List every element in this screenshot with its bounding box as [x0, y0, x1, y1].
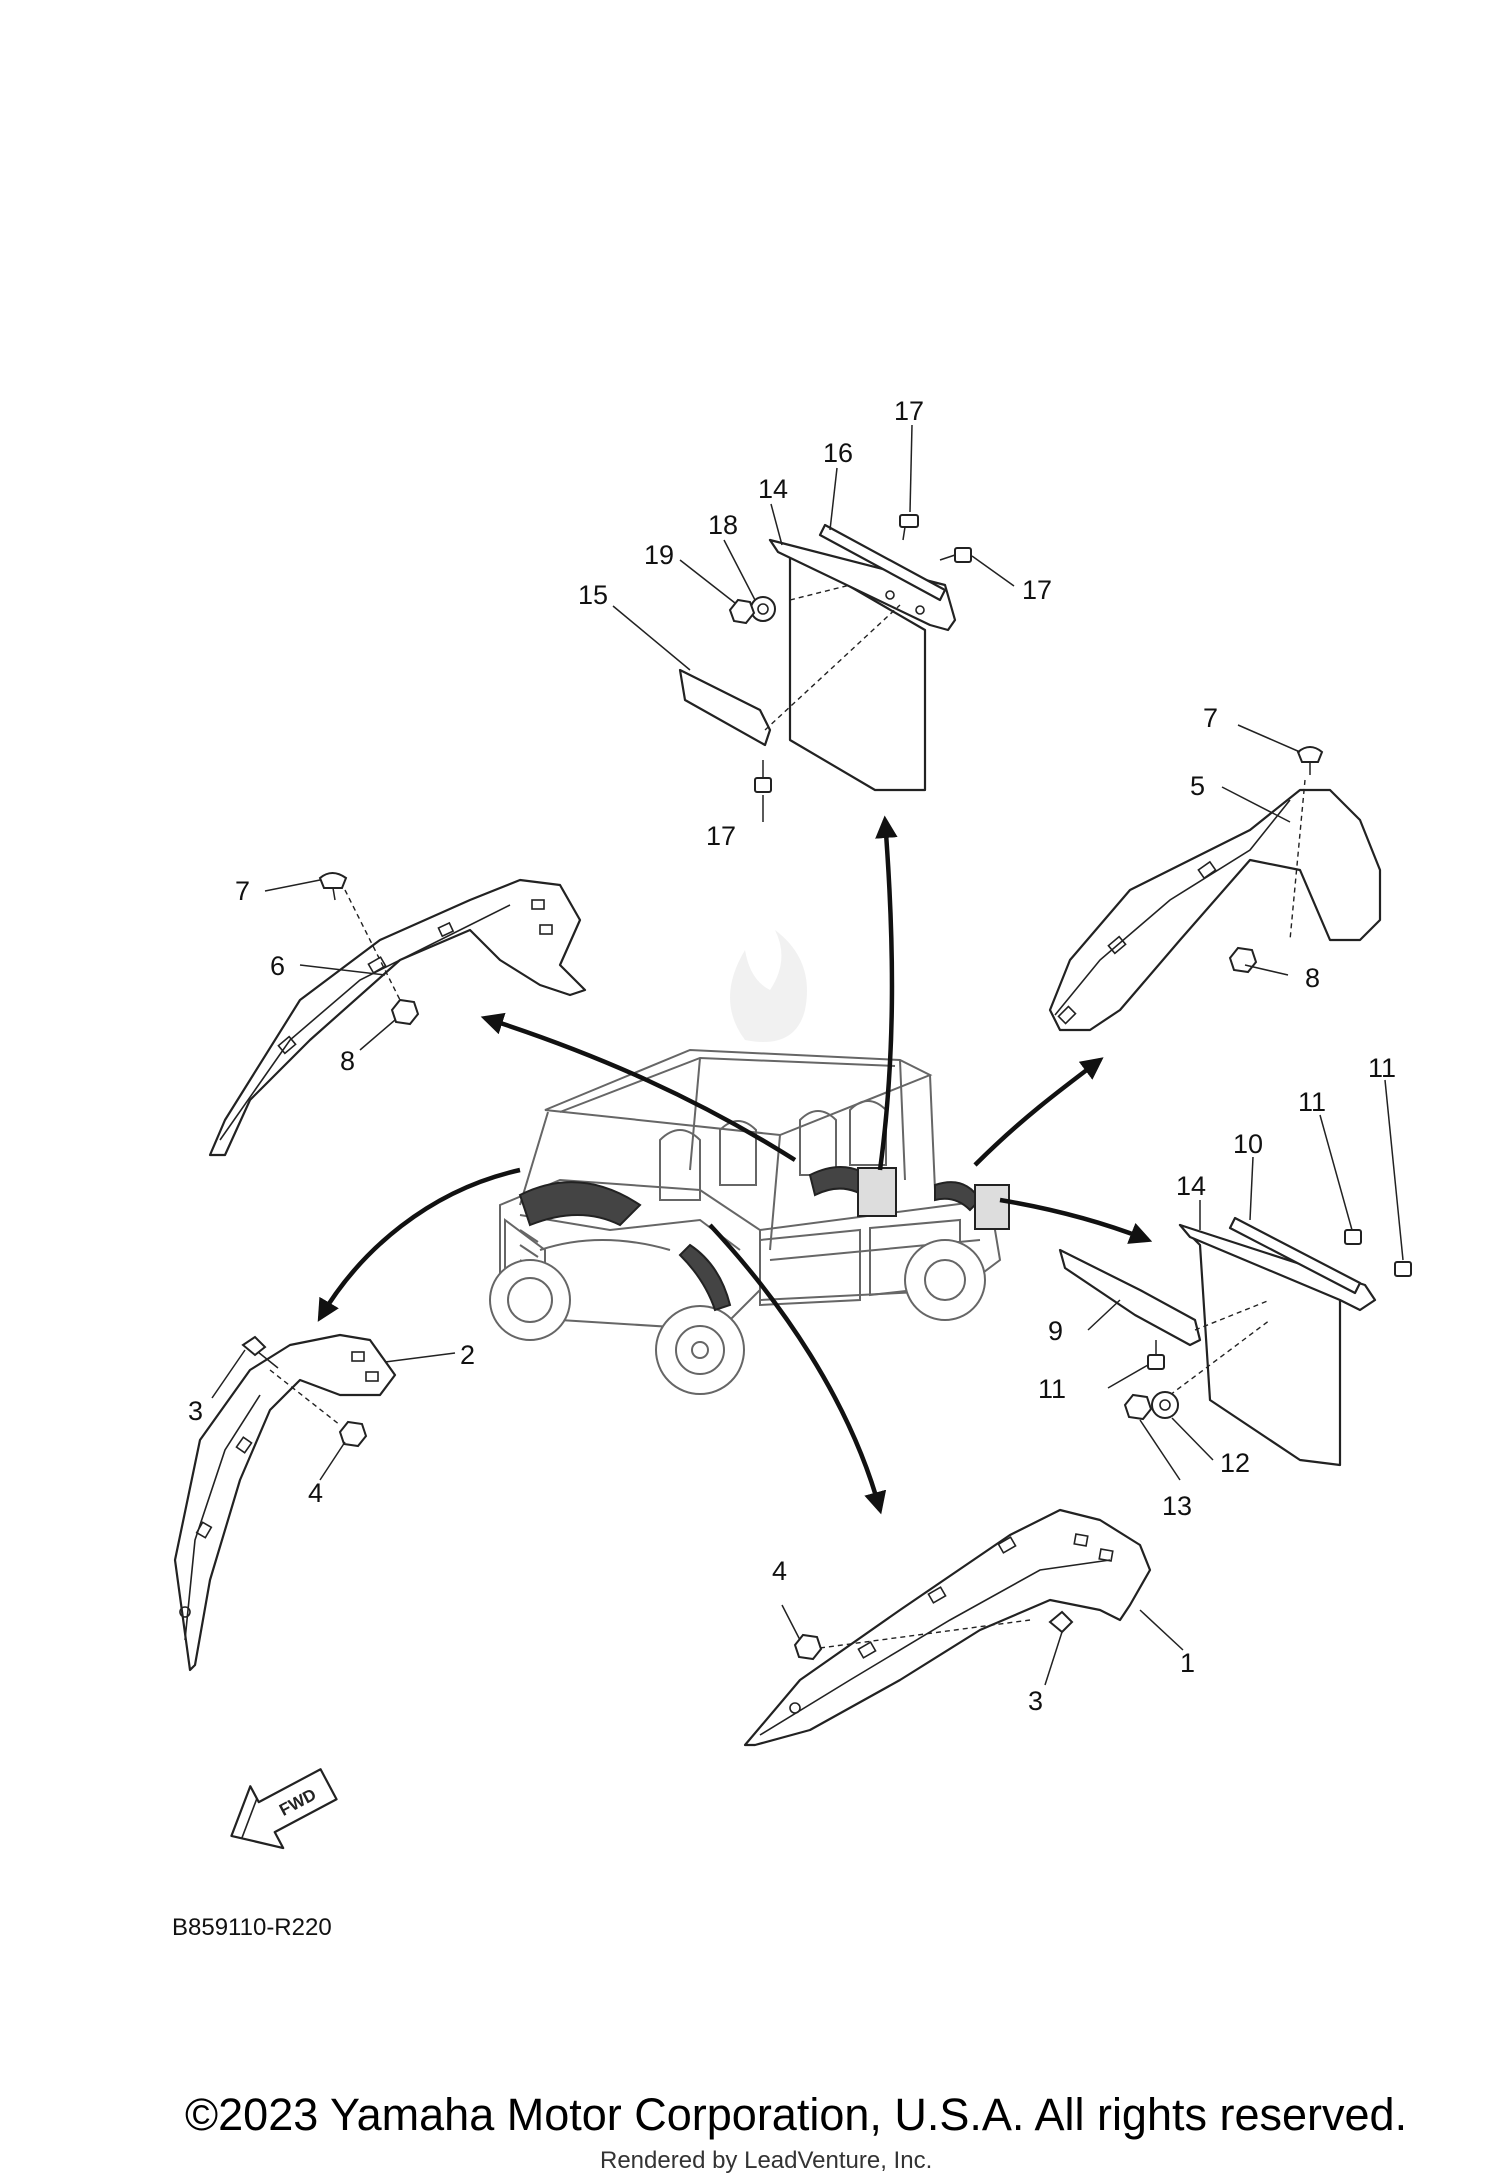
callout-4-front: 4 [308, 1478, 323, 1508]
callout-11-c: 11 [1038, 1374, 1066, 1404]
callout-5: 5 [1190, 771, 1205, 801]
bolt-3-lower [1048, 1610, 1074, 1634]
bolt-3-front [241, 1335, 279, 1369]
bolt-11-a [1344, 1229, 1362, 1245]
washer-18 [750, 596, 776, 622]
callout-numbers: 17 16 14 18 19 17 15 17 7 5 8 7 6 8 11 1… [188, 396, 1396, 1716]
callout-17-b: 17 [1022, 575, 1052, 605]
callout-7-mid: 7 [235, 876, 250, 906]
plate-16 [818, 523, 947, 602]
washer-12 [1151, 1391, 1179, 1419]
callout-2: 2 [460, 1340, 475, 1370]
bolt-17-a [899, 514, 919, 541]
nut-13 [1123, 1393, 1153, 1421]
callout-9: 9 [1048, 1316, 1063, 1346]
watermark-flame [730, 930, 807, 1042]
bolt-17-c [754, 760, 772, 793]
callout-8-rear: 8 [1305, 963, 1320, 993]
callout-leaders [211, 424, 1404, 1686]
vehicle-illustration [489, 1048, 1010, 1395]
callout-15: 15 [578, 580, 608, 610]
bolt-17-b [939, 547, 972, 563]
forward-direction-arrow: FWD [230, 1768, 338, 1850]
callout-14-top: 14 [758, 474, 788, 504]
nut-8-rear [1228, 946, 1258, 974]
nut-8-mid [390, 998, 420, 1026]
bolt-11-c [1147, 1340, 1165, 1370]
callout-11-a: 11 [1368, 1053, 1396, 1083]
callout-3-lower: 3 [1028, 1686, 1043, 1716]
callout-17-c: 17 [706, 821, 736, 851]
callout-7-rear: 7 [1203, 703, 1218, 733]
callout-8-mid: 8 [340, 1046, 355, 1076]
plate-15 [678, 668, 772, 747]
mid-fender-flare [208, 872, 587, 1157]
callout-10: 10 [1233, 1129, 1263, 1159]
callout-1: 1 [1180, 1648, 1195, 1678]
callout-18: 18 [708, 510, 738, 540]
callout-4-lower: 4 [772, 1556, 787, 1586]
callout-11-b: 11 [1298, 1087, 1326, 1117]
callout-12: 12 [1220, 1448, 1250, 1478]
front-fender-flare [173, 1333, 397, 1672]
clip-7-rear [1296, 746, 1324, 775]
pointer-arrows [317, 815, 1153, 1515]
nut-19 [728, 598, 756, 625]
lower-fender-flare [743, 1508, 1152, 1747]
diagram-code: B859110-R220 [172, 1914, 332, 1941]
callout-16: 16 [823, 438, 853, 468]
bolt-11-b [1394, 1261, 1412, 1277]
rear-mud-flap-assembly-top [678, 514, 972, 793]
callout-3-front: 3 [188, 1396, 203, 1426]
copyright-notice: ©2023 Yamaha Motor Corporation, U.S.A. A… [185, 2089, 1407, 2140]
callout-17-a: 17 [894, 396, 924, 426]
nut-4-lower [793, 1633, 823, 1661]
callout-6: 6 [270, 951, 285, 981]
bracket-14 [768, 538, 957, 632]
rear-mud-flap-assembly-right [1058, 1216, 1412, 1467]
clip-7-mid [318, 872, 348, 901]
rendered-by-notice: Rendered by LeadVenture, Inc. [600, 2147, 932, 2174]
rear-fender-flare [1048, 746, 1382, 1032]
callout-13: 13 [1162, 1491, 1192, 1521]
callout-19: 19 [644, 540, 674, 570]
callout-14-right: 14 [1176, 1171, 1206, 1201]
